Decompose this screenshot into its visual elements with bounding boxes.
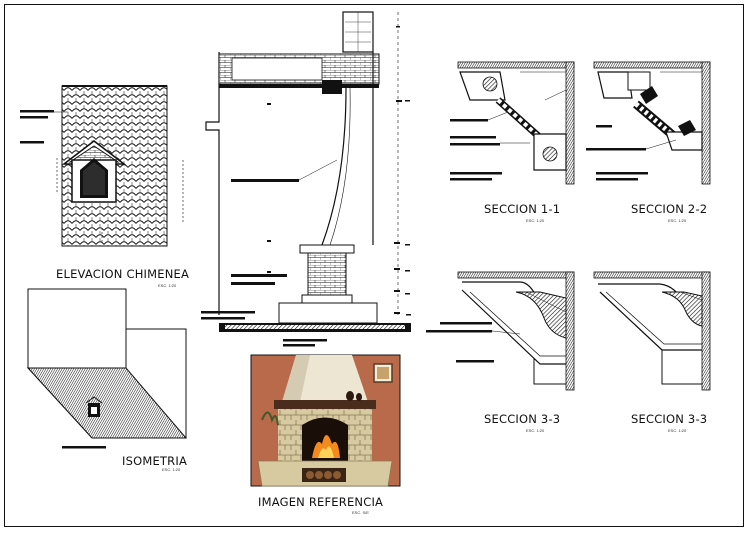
scale-seccion-2-2: ESC. 1:20 bbox=[668, 218, 687, 223]
isometric-view bbox=[26, 288, 188, 449]
scale-seccion-3-3-b: ESC. 1:20 bbox=[668, 428, 687, 433]
title-seccion-3-3-b: SECCION 3-3 bbox=[631, 412, 708, 426]
title-seccion-2-2: SECCION 2-2 bbox=[631, 202, 708, 216]
section-3-3-a bbox=[426, 271, 575, 391]
reference-photo bbox=[250, 354, 401, 487]
title-imagen-referencia: IMAGEN REFERENCIA bbox=[258, 495, 384, 509]
scale-isometria: ESC. 1:20 bbox=[162, 467, 181, 472]
section-3-3-b bbox=[593, 271, 711, 391]
section-2-2 bbox=[586, 61, 711, 185]
scale-seccion-1-1: ESC. 1:20 bbox=[526, 218, 545, 223]
side-section-view bbox=[201, 11, 411, 347]
scale-imagen-referencia: ESC. S/E bbox=[352, 510, 369, 515]
title-isometria: ISOMETRIA bbox=[122, 454, 188, 468]
sheet-border bbox=[4, 4, 744, 527]
scale-seccion-3-3-a: ESC. 1:20 bbox=[526, 428, 545, 433]
scale-elevacion-chimenea: ESC. 1:20 bbox=[158, 283, 177, 288]
section-1-1 bbox=[450, 61, 575, 185]
title-seccion-1-1: SECCION 1-1 bbox=[484, 202, 561, 216]
title-seccion-3-3-a: SECCION 3-3 bbox=[484, 412, 561, 426]
roof-elevation bbox=[20, 85, 184, 247]
title-elevacion-chimenea: ELEVACION CHIMENEA bbox=[56, 267, 190, 281]
